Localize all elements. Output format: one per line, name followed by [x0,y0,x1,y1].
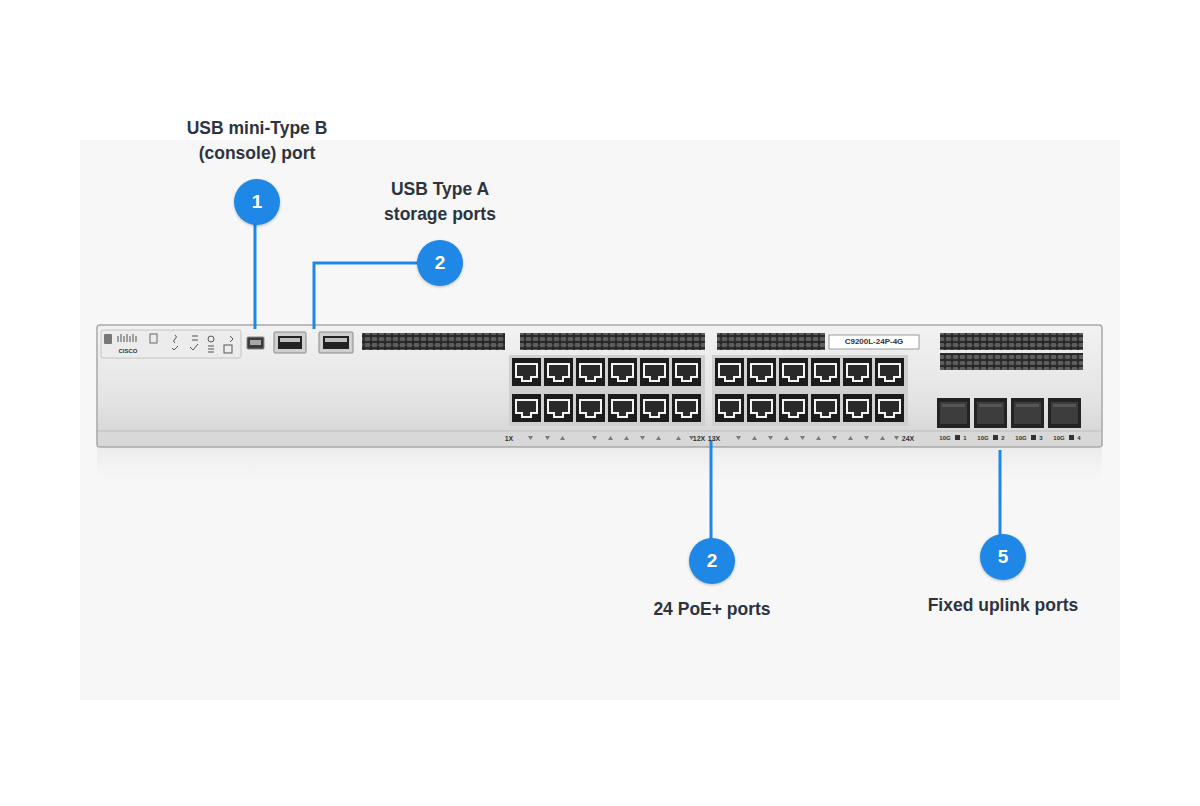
callout-label: USB Type A storage ports [360,177,520,227]
uplink-speed: 10G [1015,435,1026,441]
model-label: C9200L-24P-4G [845,338,904,346]
port-number: 12X [693,435,705,442]
uplink-speed: 10G [939,435,950,441]
port-number: 24X [902,435,914,442]
callout-label: Fixed uplink ports [928,593,1079,618]
callout-number: 2 [417,240,463,286]
callout: USB mini-Type B (console) port 1 [157,116,357,225]
callout: 2 24 PoE+ ports [612,538,812,622]
callout-number: 2 [689,538,735,584]
uplink-speed: 10G [1053,435,1064,441]
uplink-speed: 10G [977,435,988,441]
leader-lines [255,224,1000,539]
port-number: 13X [708,435,720,442]
uplink-number: 2 [1001,435,1004,441]
uplink-number: 1 [963,435,966,441]
callout: USB Type A storage ports 2 [360,177,520,286]
port-number: 1X [505,435,514,442]
brand-logo: CISCO [118,348,137,354]
callout-label: USB mini-Type B (console) port [157,116,357,166]
uplink-number: 4 [1077,435,1080,441]
callout: 5Fixed uplink ports [893,534,1113,618]
callout-number: 5 [980,534,1026,580]
uplink-number: 3 [1039,435,1042,441]
callout-number: 1 [234,179,280,225]
callout-label: 24 PoE+ ports [653,597,770,622]
